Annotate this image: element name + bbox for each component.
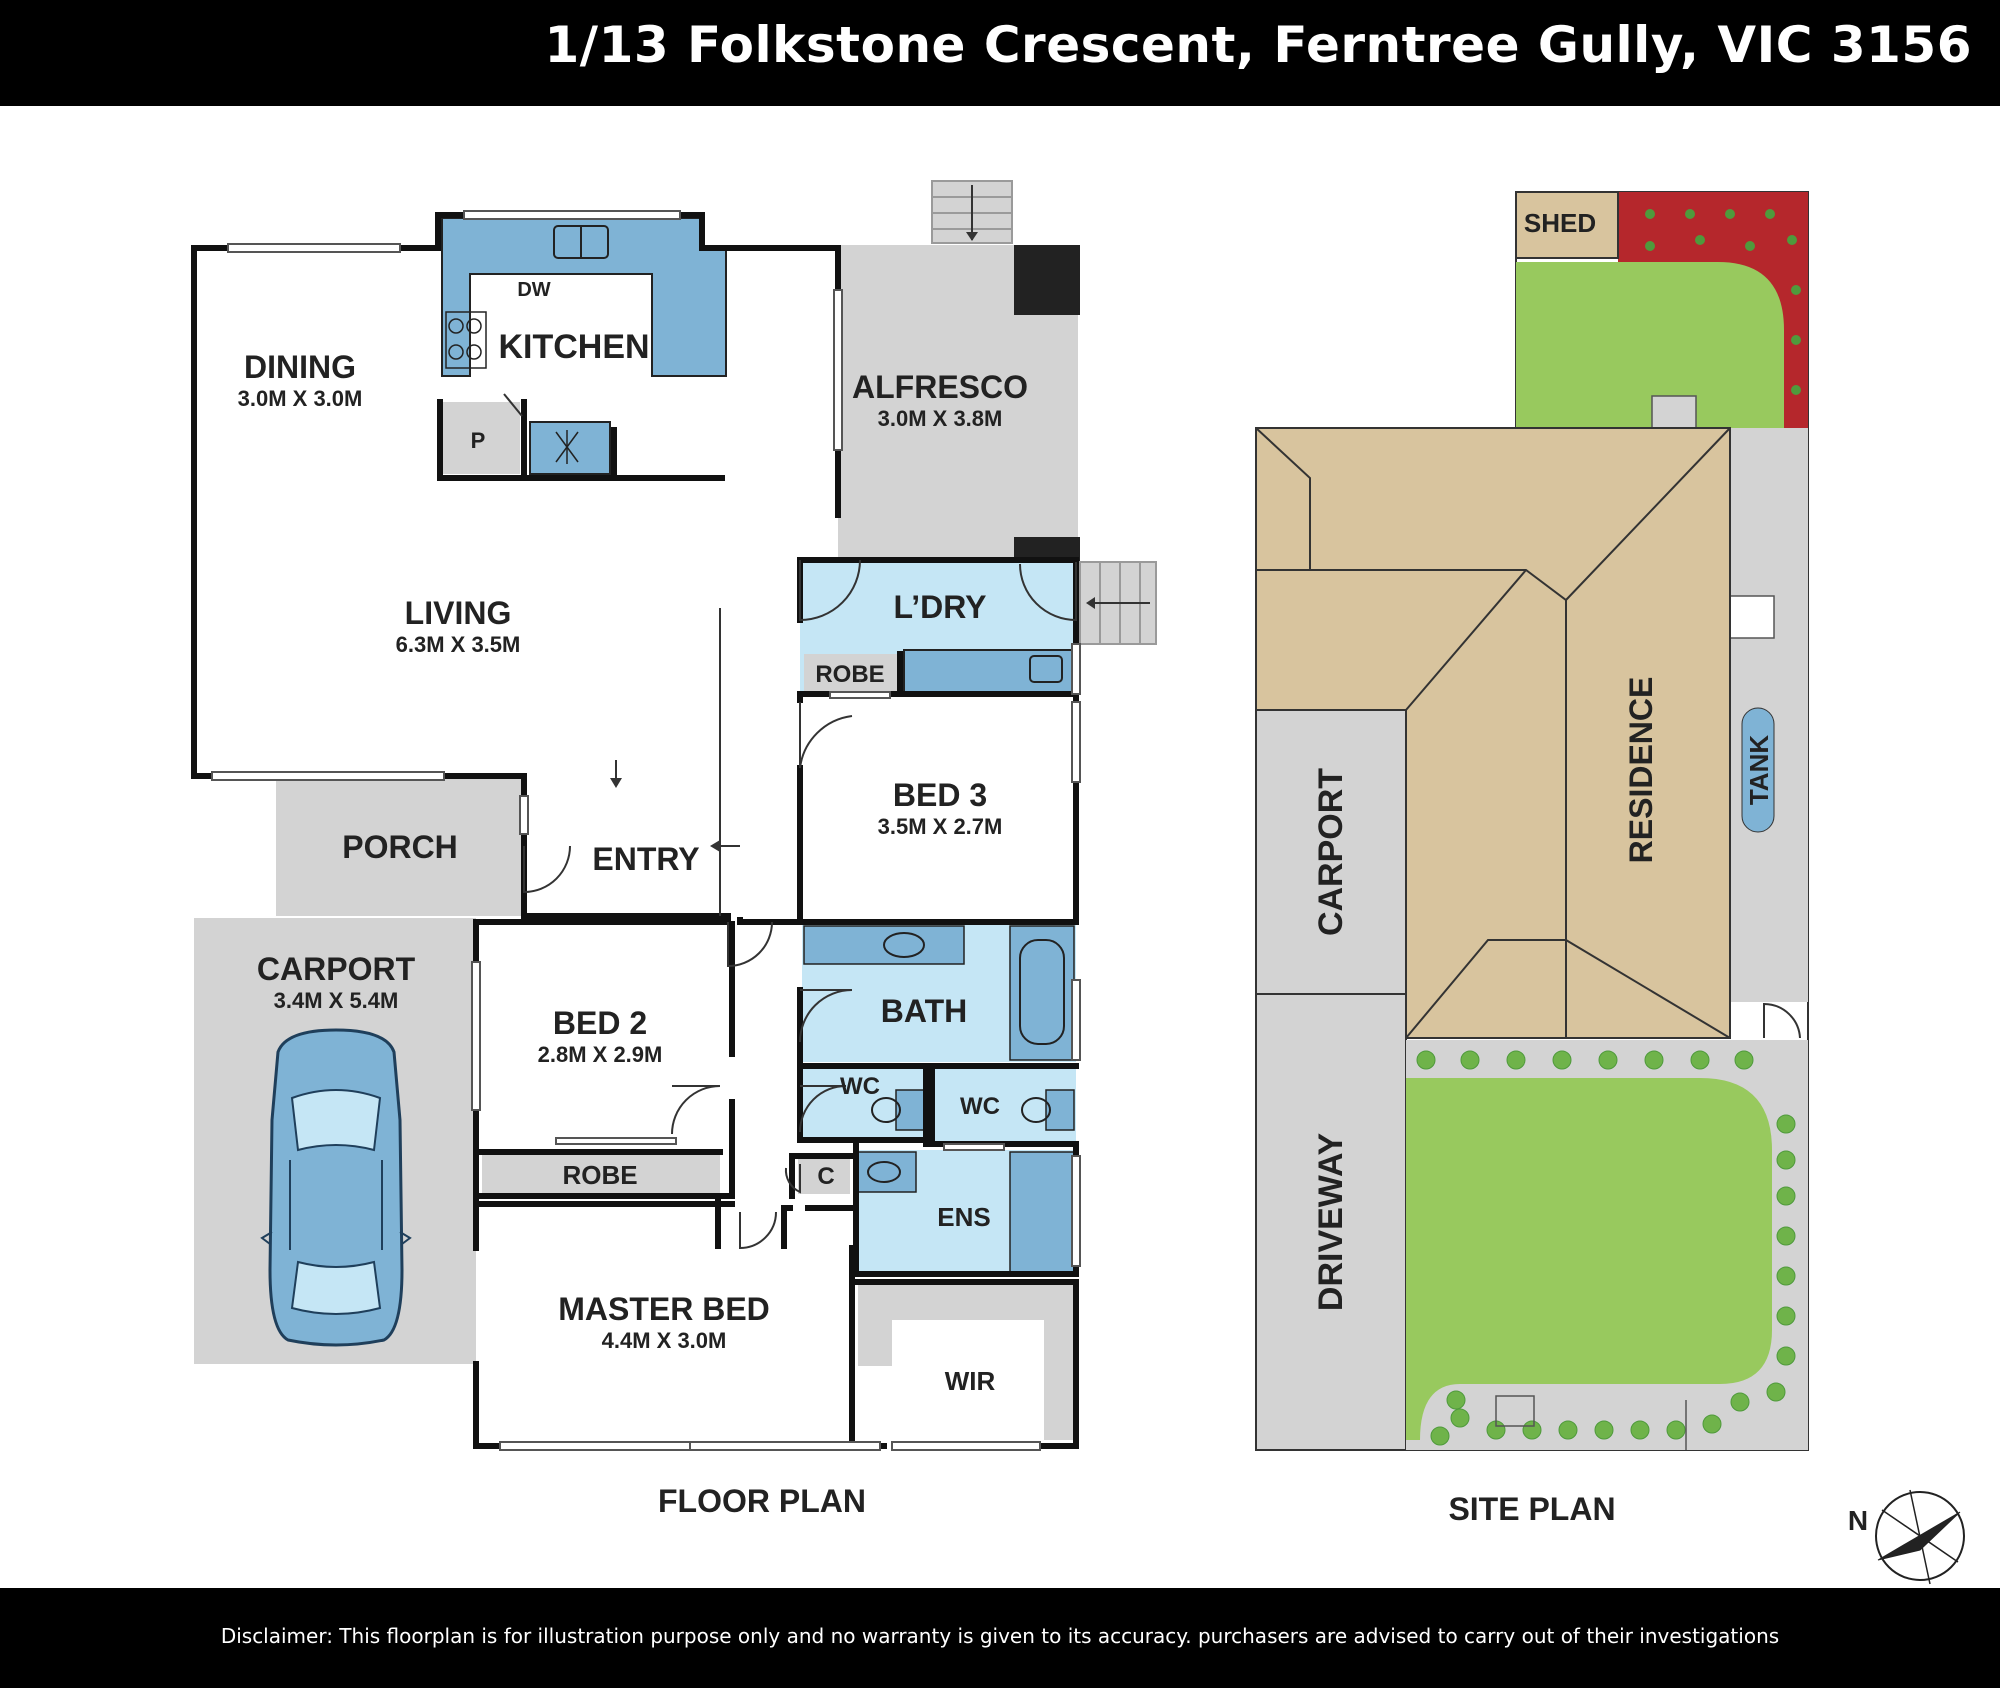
floor-plan-caption: FLOOR PLAN [658,1483,866,1519]
compass-north-label: N [1848,1505,1868,1536]
bed3-label: BED 3 [893,777,987,813]
bed3-size: 3.5M X 2.7M [878,814,1003,839]
title-bar: 1/13 Folkstone Crescent, Ferntree Gully,… [0,0,2000,106]
disclaimer-bar: Disclaimer: This floorplan is for illust… [0,1588,2000,1688]
shed [1515,191,1619,259]
disclaimer-text: Disclaimer: This floorplan is for illust… [220,1624,1780,1648]
garden-bed [1618,192,1808,496]
porch-label: PORCH [342,829,458,865]
water-tank [1741,707,1775,833]
front-lawn [1406,1078,1772,1440]
cooktop-icon [445,311,487,369]
master-bed-label: MASTER BED [558,1291,770,1327]
master-bed-size: 4.4M X 3.0M [602,1328,727,1353]
carport-size: 3.4M X 5.4M [274,988,399,1013]
wc2-label: WC [960,1093,1000,1120]
alfresco-post [1014,245,1080,315]
residence-label: RESIDENCE [1623,677,1659,864]
linen-cupboard [798,1156,850,1194]
alfresco-size: 3.0M X 3.8M [878,406,1003,431]
shed-label: SHED [1524,208,1596,238]
windows [211,210,1081,1451]
pantry-area [440,402,520,474]
ensuite-label: ENS [937,1202,990,1232]
living-size: 6.3M X 3.5M [396,632,521,657]
floor-plan: DINING 3.0M X 3.0M KITCHEN DW P ALFRESCO… [191,180,1157,1519]
bed2-label: BED 2 [553,1005,647,1041]
laundry-robe-label: ROBE [815,661,884,688]
laundry-label: L’DRY [893,589,986,625]
fridge-icon [529,421,611,475]
living-label: LIVING [405,595,512,631]
laundry-robe [804,654,900,692]
site-plan-caption: SITE PLAN [1448,1491,1615,1527]
compass: N [1848,1489,1965,1585]
bath-label: BATH [881,993,968,1029]
shower [1009,1151,1075,1275]
dining-size: 3.0M X 3.0M [238,386,363,411]
pantry-label: P [471,428,486,453]
tank-label: TANK [1744,735,1774,806]
site-carport-label: CARPORT [1312,768,1350,936]
wc1-label: WC [840,1073,880,1100]
bed2-robe-label: ROBE [562,1160,637,1190]
wir-label: WIR [945,1366,996,1396]
alfresco-label: ALFRESCO [852,369,1028,405]
bed2-robe [482,1152,720,1198]
doors [503,393,1077,1250]
bed2-size: 2.8M X 2.9M [538,1042,663,1067]
entry-label: ENTRY [592,841,699,877]
dishwasher-label: DW [517,279,550,301]
car-icon [260,1028,412,1347]
wir-shelving [858,1282,1076,1440]
driveway-label: DRIVEWAY [1312,1133,1350,1312]
dining-label: DINING [244,349,356,385]
carport-label: CARPORT [257,951,416,987]
porch-area [276,778,524,916]
linen-label: C [817,1163,834,1190]
kitchen-label: KITCHEN [498,328,649,366]
property-address: 1/13 Folkstone Crescent, Ferntree Gully,… [544,16,1972,74]
site-plan: SHED TANK CARPORT DRIVEWAY RESIDENCE [1255,191,1809,1527]
